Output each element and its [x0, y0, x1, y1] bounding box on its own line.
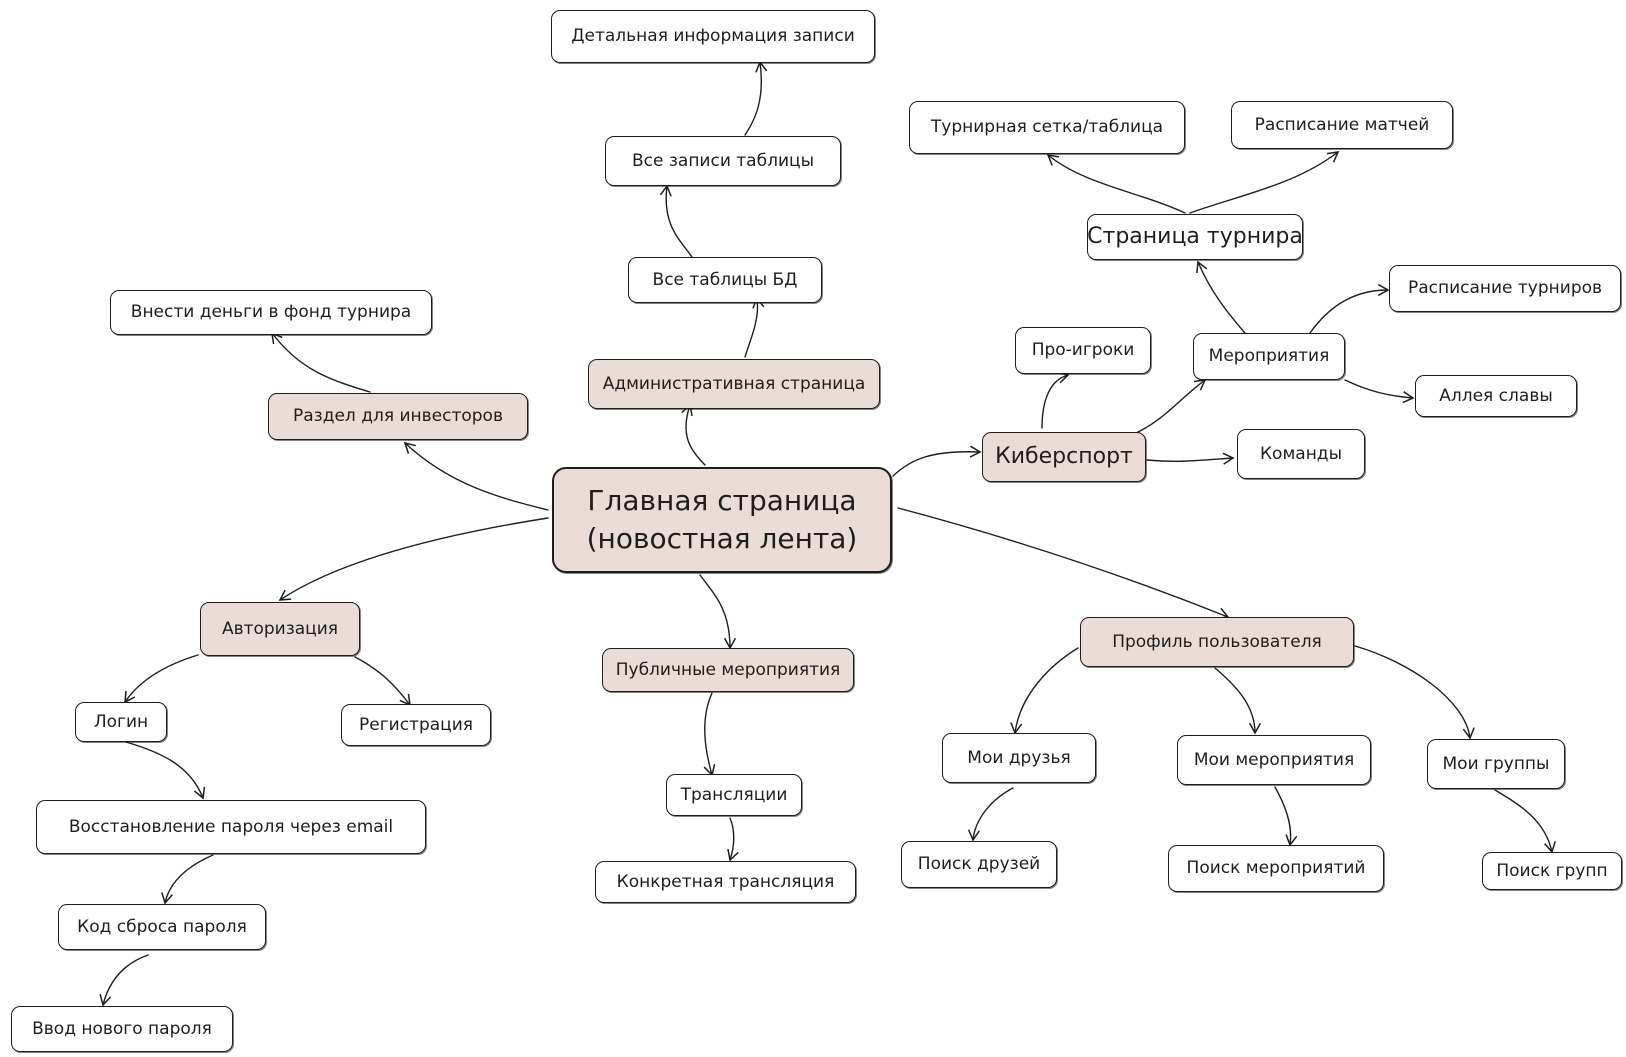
node-bracket: Турнирная сетка/таблица — [909, 101, 1185, 154]
node-new-password: Ввод нового пароля — [11, 1006, 233, 1052]
arrow-events-to-tournament-page — [1196, 260, 1246, 334]
arrow-auth-to-register — [354, 656, 411, 707]
arrow-tournament-page-to-bracket — [1046, 154, 1186, 214]
node-group-search: Поиск групп — [1482, 852, 1622, 890]
node-table-records: Все записи таблицы — [605, 136, 841, 186]
node-record-detail: Детальная информация записи — [551, 10, 875, 63]
arrow-root-to-esports — [892, 445, 982, 477]
node-login: Логин — [75, 702, 167, 742]
arrow-root-to-admin — [681, 403, 706, 466]
arrow-root-to-auth — [278, 517, 549, 601]
node-profile: Профиль пользователя — [1080, 617, 1354, 667]
arrow-my-groups-to-group-search — [1494, 789, 1556, 854]
arrow-public-events-to-broadcasts — [703, 692, 716, 777]
node-main-page: Главная страница (новостная лента) — [552, 467, 892, 573]
arrow-esports-to-events — [1131, 379, 1207, 436]
node-tournament-schedule: Расписание турниров — [1389, 265, 1621, 312]
arrow-profile-to-my-events — [1214, 667, 1262, 735]
node-password-recovery: Восстановление пароля через email — [36, 800, 426, 854]
arrow-profile-to-my-friends — [1010, 647, 1079, 735]
arrow-my-events-to-event-search — [1274, 786, 1298, 847]
node-specific-broadcast: Конкретная трансляция — [595, 861, 856, 903]
arrow-root-to-investors — [403, 441, 549, 511]
arrow-tournament-page-to-match-schedule — [1189, 151, 1340, 214]
arrow-my-friends-to-friend-search — [967, 787, 1014, 842]
node-esports: Киберспорт — [982, 432, 1146, 482]
arrow-db-tables-to-table-records — [659, 184, 693, 258]
node-register: Регистрация — [341, 704, 491, 746]
node-pro-players: Про-игроки — [1015, 327, 1151, 374]
arrow-table-records-to-record-detail — [744, 60, 768, 136]
node-event-search: Поиск мероприятий — [1168, 845, 1384, 892]
arrow-reset-code-to-new-password — [99, 954, 149, 1007]
node-public-events: Публичные мероприятия — [602, 648, 854, 692]
node-friend-search: Поиск друзей — [901, 841, 1057, 888]
arrow-esports-to-teams — [1146, 452, 1235, 465]
node-my-groups: Мои группы — [1427, 739, 1565, 789]
arrow-login-to-password-recovery — [125, 741, 206, 800]
arrow-root-to-public-events — [699, 574, 737, 650]
node-auth: Авторизация — [200, 602, 360, 656]
node-deposit: Внести деньги в фонд турнира — [110, 290, 432, 335]
arrow-esports-to-pro-players — [1041, 371, 1070, 429]
arrow-admin-to-db-tables — [744, 296, 765, 358]
node-tournament-page: Страница турнира — [1087, 214, 1303, 260]
node-teams: Команды — [1237, 429, 1365, 479]
arrow-events-to-hall-of-fame — [1344, 379, 1415, 404]
arrow-password-recovery-to-reset-code — [161, 854, 214, 905]
arrow-root-to-profile — [897, 507, 1230, 620]
arrow-broadcasts-to-specific-broadcast — [727, 817, 739, 862]
node-investors: Раздел для инвесторов — [268, 393, 528, 440]
node-db-tables: Все таблицы БД — [628, 257, 822, 303]
node-reset-code: Код сброса пароля — [58, 904, 266, 950]
node-admin-page: Административная страница — [588, 359, 880, 409]
node-my-friends: Мои друзья — [942, 733, 1096, 783]
arrow-events-to-tournament-schedule — [1309, 283, 1390, 334]
node-my-events: Мои мероприятия — [1177, 735, 1371, 785]
node-broadcasts: Трансляции — [666, 774, 802, 816]
node-hall-of-fame: Аллея славы — [1415, 375, 1577, 417]
arrow-investors-to-deposit — [271, 331, 371, 393]
node-events: Мероприятия — [1193, 333, 1345, 380]
arrow-auth-to-login — [124, 654, 199, 704]
arrow-profile-to-my-groups — [1354, 645, 1475, 740]
node-match-schedule: Расписание матчей — [1231, 101, 1453, 149]
